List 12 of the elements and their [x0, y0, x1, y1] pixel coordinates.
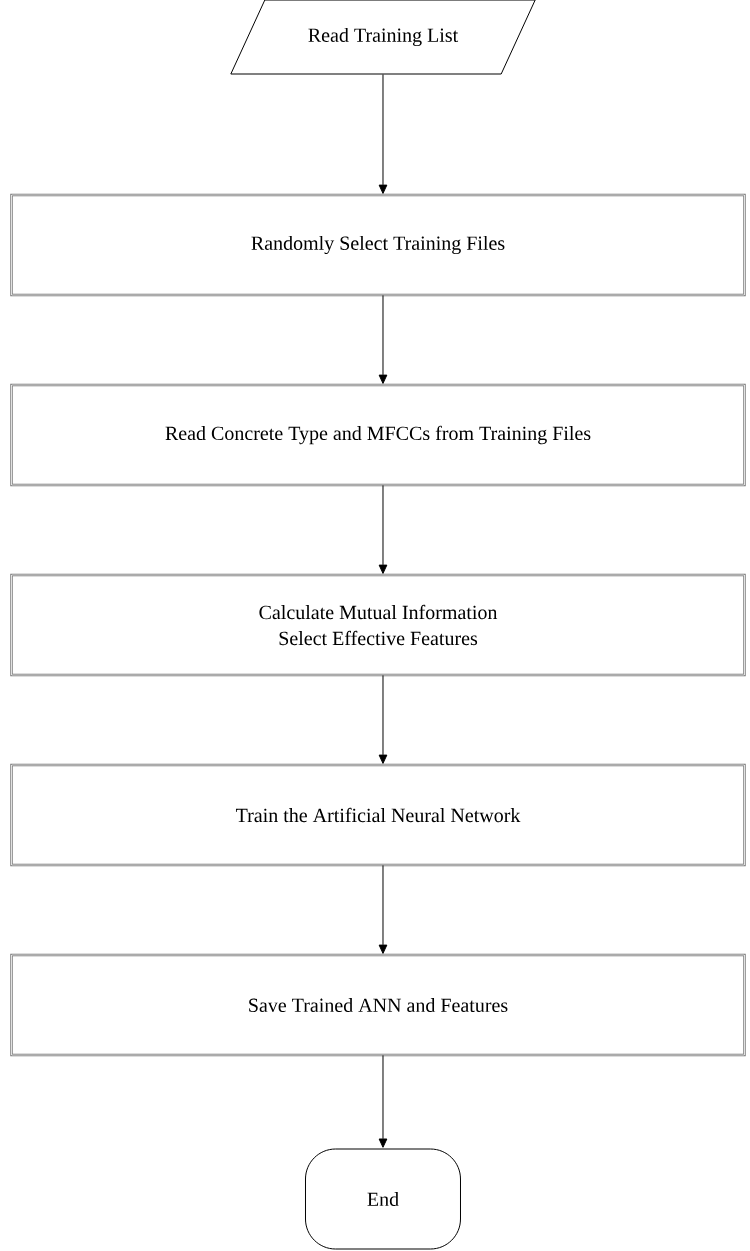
process-box: Save Trained ANN and Features	[10, 953, 746, 1057]
arrow	[378, 74, 388, 194]
arrow	[378, 864, 388, 954]
arrow	[378, 484, 388, 574]
input-parallelogram: Read Training List	[230, 0, 536, 75]
arrow	[378, 674, 388, 764]
process-box: Train the Artificial Neural Network	[10, 763, 746, 867]
arrow	[378, 1054, 388, 1148]
process-box: Calculate Mutual Information Select Effective Features	[10, 573, 746, 677]
process-box: Randomly Select Training Files	[10, 193, 746, 297]
arrow	[378, 294, 388, 384]
process-box: Read Concrete Type and MFCCs from Training Files	[10, 383, 746, 487]
